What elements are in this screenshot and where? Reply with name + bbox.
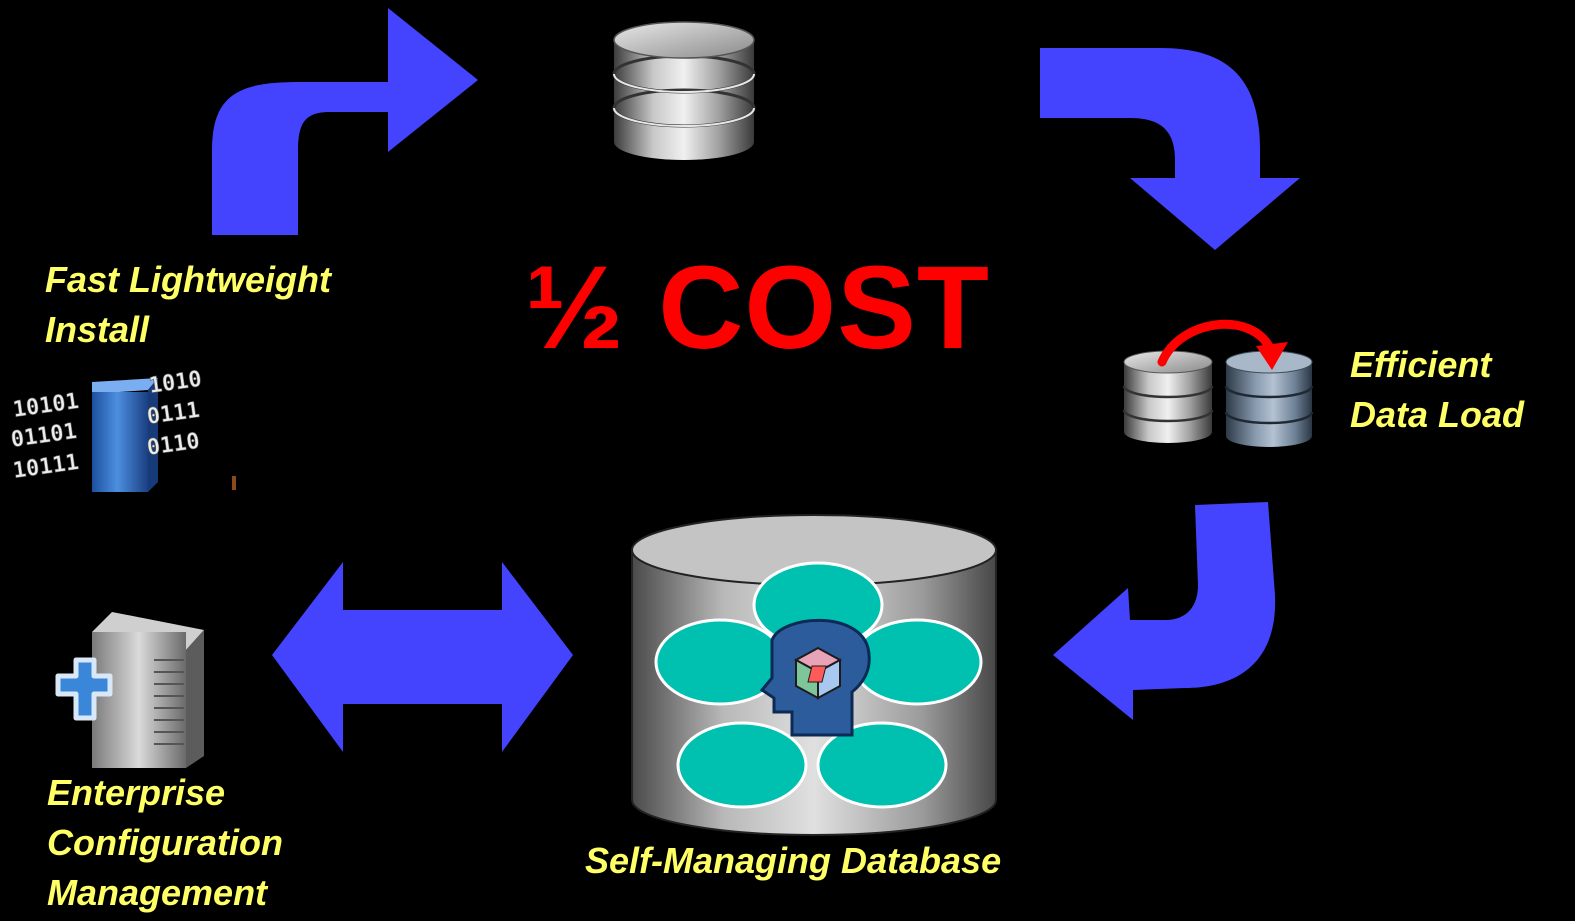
label-install-line-2: Install <box>45 309 150 350</box>
label-ecm-line-3: Management <box>47 872 268 913</box>
arrow-dataload-to-selfmanaging <box>1053 502 1276 720</box>
label-enterprise-configuration-management: Enterprise Configuration Management <box>47 768 283 918</box>
arrow-database-to-dataload <box>1040 48 1300 250</box>
binary-left-1: 10101 <box>11 389 80 423</box>
binary-right-2: 0111 <box>145 398 201 430</box>
self-managing-database-icon <box>631 514 997 836</box>
label-install-line-1: Fast Lightweight <box>45 259 331 300</box>
arrow-install-to-database <box>212 8 478 235</box>
server-plus-icon <box>55 612 204 768</box>
cost-heading: ½ COST <box>525 242 990 374</box>
source-disk <box>1122 350 1214 443</box>
transfer-arrowhead <box>1256 342 1288 370</box>
component-bottom-left <box>676 721 808 809</box>
label-dataload-line-1: Efficient <box>1350 344 1492 385</box>
label-fast-lightweight-install: Fast Lightweight Install <box>45 255 331 355</box>
component-right <box>851 618 983 706</box>
binary-left-3: 10111 <box>11 450 80 484</box>
binary-left-2: 01101 <box>9 419 78 453</box>
transfer-arc <box>1157 319 1275 367</box>
plus-icon <box>55 657 113 721</box>
database-icon <box>612 21 756 160</box>
cube-icon <box>793 646 843 700</box>
component-bottom-right <box>816 721 948 809</box>
binary-right-1: 1010 <box>147 367 203 399</box>
label-ecm-line-1: Enterprise <box>47 772 226 813</box>
binary-install-icon: 10101 01101 10111 1010 0111 0110 <box>9 367 236 492</box>
label-ecm-line-2: Configuration <box>47 822 283 863</box>
arrow-double-ecm-selfmanaging <box>272 562 573 752</box>
label-self-managing-database: Self-Managing Database <box>585 840 1002 881</box>
label-dataload-line-2: Data Load <box>1350 394 1525 435</box>
label-efficient-data-load: Efficient Data Load <box>1350 340 1524 440</box>
data-transfer-icon <box>1122 319 1314 447</box>
